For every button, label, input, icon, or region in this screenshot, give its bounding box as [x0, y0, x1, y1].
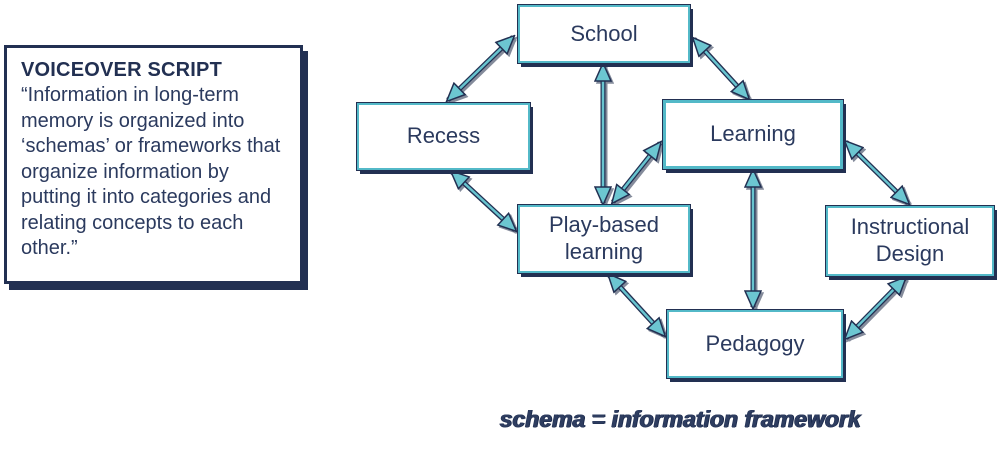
arrow-play-based-pedagogy: [609, 275, 664, 335]
arrow-learning-play-based: [613, 143, 660, 202]
node-instructional-design-label: Instructional Design: [850, 214, 970, 266]
node-instructional-design: Instructional Design: [826, 206, 994, 276]
arrow-learning-instructional: [846, 142, 908, 203]
node-learning: Learning: [663, 100, 843, 169]
node-recess-label: Recess: [406, 123, 481, 149]
arrow-recess-play-based: [452, 172, 515, 230]
node-play-based-learning-label: Play-based learning: [548, 212, 660, 264]
node-pedagogy-label: Pedagogy: [705, 330, 805, 356]
node-school-label: School: [570, 20, 638, 46]
node-pedagogy: Pedagogy: [667, 310, 843, 378]
arrow-school-learning: [694, 39, 748, 98]
node-play-based-learning: Play-based learning: [518, 205, 690, 273]
arrow-pedagogy-instructional: [846, 278, 905, 338]
node-learning-label: Learning: [710, 121, 796, 147]
diagram-caption: schema = information framework: [499, 406, 861, 432]
voiceover-body: “Information in long-term memory is orga…: [21, 84, 281, 259]
arrow-school-recess: [448, 37, 513, 100]
voiceover-panel: VOICEOVER SCRIPT “Information in long-te…: [4, 45, 303, 284]
node-school: School: [518, 5, 690, 63]
voiceover-title: VOICEOVER SCRIPT: [21, 59, 223, 81]
node-recess: Recess: [357, 103, 530, 170]
